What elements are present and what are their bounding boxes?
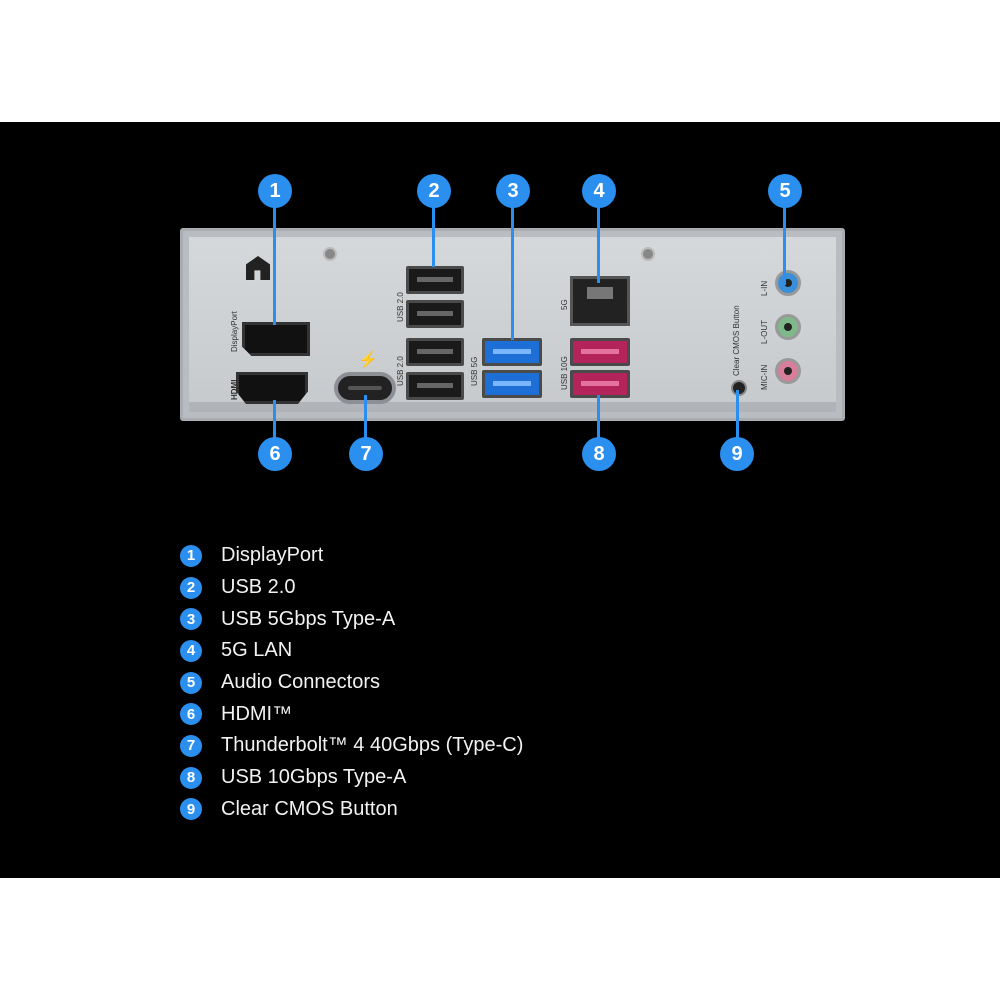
legend-label: Clear CMOS Button [221, 797, 398, 820]
callout-line [597, 395, 600, 440]
callout-line [364, 395, 367, 440]
callout-line [273, 205, 276, 325]
legend-item: 2 USB 2.0 [180, 572, 523, 604]
legend-label: 5G LAN [221, 639, 293, 662]
callout-line [736, 390, 739, 440]
legend-badge: 4 [180, 639, 202, 662]
screw-icon [641, 247, 655, 261]
legend-label: Thunderbolt™ 4 40Gbps (Type-C) [221, 734, 524, 757]
callout-8: 8 [582, 437, 616, 471]
legend-label: HDMI™ [221, 702, 293, 725]
legend-badge: 2 [180, 576, 202, 599]
usb20-port [406, 266, 464, 294]
callout-line [273, 400, 276, 440]
legend-badge: 9 [180, 798, 202, 821]
legend-item: 5 Audio Connectors [180, 667, 523, 699]
usb5g-port [482, 338, 542, 366]
legend-item: 7 Thunderbolt™ 4 40Gbps (Type-C) [180, 730, 523, 762]
lan-port [570, 276, 630, 326]
usb5g-port [482, 370, 542, 398]
usb20-bottom-label: USB 2.0 [396, 356, 405, 386]
callout-line [432, 205, 435, 267]
callout-2: 2 [417, 174, 451, 208]
legend-label: DisplayPort [221, 544, 324, 567]
mic-in-label: MIC-IN [760, 364, 769, 390]
callout-1: 1 [258, 174, 292, 208]
lan5g-label: 5G [560, 299, 569, 310]
legend-badge: 5 [180, 671, 202, 694]
legend-label: USB 2.0 [221, 576, 296, 599]
legend-label: Audio Connectors [221, 671, 380, 694]
line-out-label: L-OUT [760, 320, 769, 344]
legend-item: 4 5G LAN [180, 635, 523, 667]
callout-line [597, 205, 600, 283]
usb20-port [406, 372, 464, 400]
mic-in-jack [775, 358, 801, 384]
clear-cmos-button [731, 380, 747, 396]
legend-item: 3 USB 5Gbps Type-A [180, 603, 523, 635]
thunderbolt-icon: ⚡ [358, 352, 378, 369]
clear-cmos-label: Clear CMOS Button [732, 305, 741, 376]
callout-line [511, 205, 514, 340]
callout-7: 7 [349, 437, 383, 471]
displayport-label: DisplayPort [230, 311, 239, 352]
line-in-jack [775, 270, 801, 296]
legend-label: USB 5Gbps Type-A [221, 607, 396, 630]
legend-item: 9 Clear CMOS Button [180, 794, 523, 826]
legend-label: USB 10Gbps Type-A [221, 766, 407, 789]
callout-3: 3 [496, 174, 530, 208]
legend-item: 8 USB 10Gbps Type-A [180, 762, 523, 794]
hdmi-port [236, 372, 308, 404]
usb5g-label: USB 5G [470, 356, 479, 386]
callout-line [783, 205, 786, 285]
legend: 1 DisplayPort 2 USB 2.0 3 USB 5Gbps Type… [180, 540, 523, 825]
legend-item: 6 HDMI™ [180, 698, 523, 730]
callout-5: 5 [768, 174, 802, 208]
callout-9: 9 [720, 437, 754, 471]
line-in-label: L-IN [760, 280, 769, 296]
legend-badge: 8 [180, 766, 202, 789]
callout-4: 4 [582, 174, 616, 208]
usb10g-port [570, 370, 630, 398]
legend-badge: 3 [180, 608, 202, 631]
displayport-port [242, 322, 310, 356]
usb10g-port [570, 338, 630, 366]
legend-badge: 1 [180, 544, 202, 567]
usb20-port [406, 338, 464, 366]
legend-badge: 7 [180, 734, 202, 757]
legend-item: 1 DisplayPort [180, 540, 523, 572]
legend-badge: 6 [180, 703, 202, 726]
usb20-top-label: USB 2.0 [396, 292, 405, 322]
usb20-port [406, 300, 464, 328]
screw-icon [323, 247, 337, 261]
usb10g-label: USB 10G [560, 356, 569, 390]
line-out-jack [775, 314, 801, 340]
callout-6: 6 [258, 437, 292, 471]
